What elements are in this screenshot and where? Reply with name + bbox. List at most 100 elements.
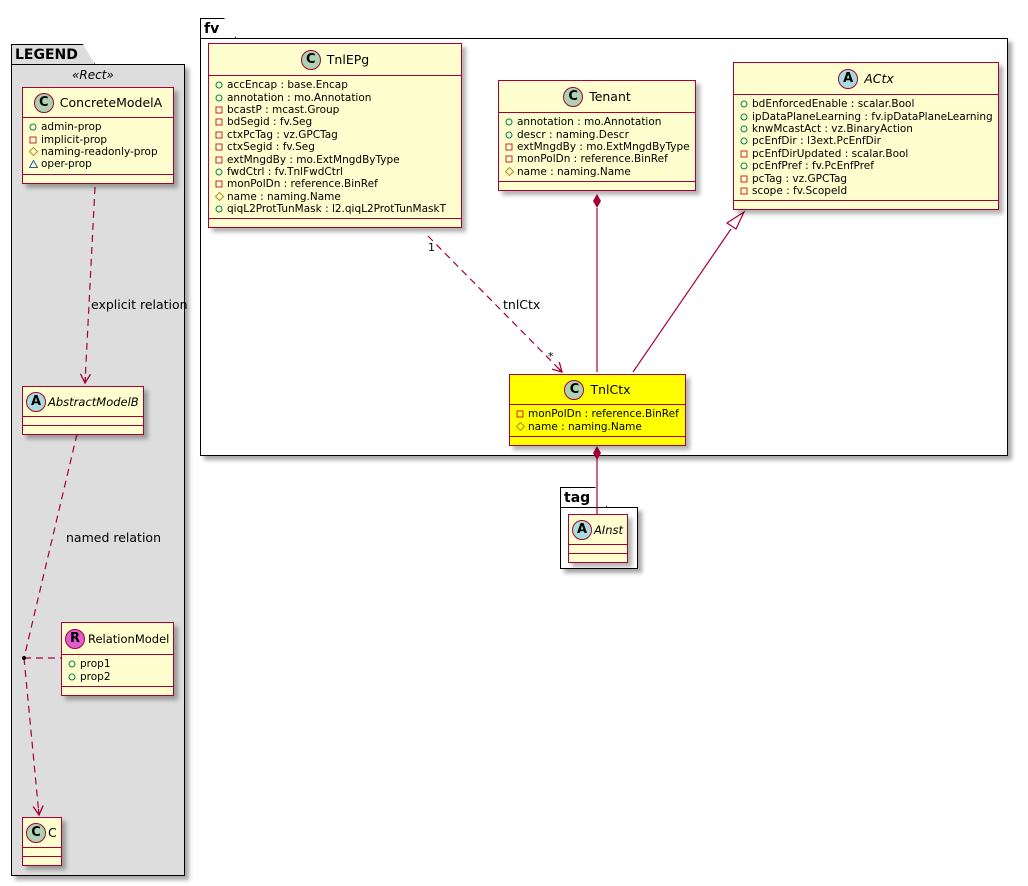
edge-named-relation-upper (23, 433, 78, 659)
attribute-text: annotation : mo.Annotation (517, 116, 662, 129)
method-list (499, 182, 695, 190)
class-type-icon: C (33, 92, 54, 113)
attribute-text: qiqL2ProtTunMask : l2.qiqL2ProtTunMaskT (227, 203, 447, 216)
attribute-row: qiqL2ProtTunMask : l2.qiqL2ProtTunMaskT (215, 203, 455, 215)
fv-package-name: fv (204, 21, 220, 37)
public-visibility-icon (740, 162, 752, 170)
attribute-text: ipDataPlaneLearning : fv.ipDataPlaneLear… (752, 110, 993, 123)
private-visibility-icon (516, 410, 528, 418)
attribute-text: pcEnfDir : l3ext.PcEnfDir (752, 135, 881, 148)
method-list (23, 175, 173, 183)
attribute-text: extMngdBy : mo.ExtMngdByType (517, 140, 690, 153)
relation-type-icon: R (65, 628, 85, 649)
attribute-text: bcastP : mcast.Group (227, 103, 340, 116)
attribute-text: admin-prop (41, 121, 102, 134)
attribute-text: bdSegid : fv.Seg (227, 116, 313, 129)
attribute-text: monPolDn : reference.BinRef (528, 408, 679, 421)
attribute-text: bdEnforcedEnable : scalar.Bool (752, 98, 915, 111)
attribute-row: accEncap : base.Encap (215, 79, 455, 91)
attribute-row: implicit-prop (29, 133, 167, 146)
association-junction-dot (22, 656, 26, 660)
public-visibility-icon (740, 137, 752, 145)
attribute-row: ipDataPlaneLearning : fv.ipDataPlaneLear… (740, 110, 993, 123)
attribute-row: admin-prop (29, 121, 167, 133)
protected-visibility-icon (505, 167, 517, 177)
attribute-text: annotation : mo.Annotation (227, 91, 372, 104)
attribute-row: pcEnfPref : fv.PcEnfPref (740, 160, 992, 172)
attribute-row: bdSegid : fv.Seg (215, 116, 455, 128)
public-visibility-icon (505, 131, 517, 139)
attribute-row: name : naming.Name (516, 420, 679, 433)
attribute-row: scope : fv.ScopeId (740, 185, 992, 197)
attribute-row: prop1 (68, 658, 167, 670)
label-explicit-relation: explicit relation (91, 297, 188, 312)
edge-tnlctx-dependency (427, 235, 563, 373)
public-visibility-icon (215, 168, 227, 176)
class-name: AbstractModelB (48, 394, 139, 409)
attribute-row: ctxSegid : fv.Seg (215, 141, 455, 153)
legend-package-name: LEGEND (15, 47, 78, 63)
attribute-row: monPolDn : reference.BinRef (215, 178, 455, 190)
method-list (209, 219, 461, 227)
edge-explicit-relation (79, 186, 96, 385)
class-name: Tenant (589, 89, 631, 104)
private-visibility-icon (740, 150, 752, 158)
attribute-text: oper-prop (41, 158, 92, 171)
private-visibility-icon (215, 143, 227, 151)
package-visibility-icon (29, 160, 41, 169)
class-abstract-model-b[interactable]: A AbstractModelB (22, 386, 144, 435)
edge-actx-inheritance (632, 228, 732, 373)
attribute-text: knwMcastAct : vz.BinaryAction (752, 122, 913, 135)
tag-package-tab: tag (560, 487, 607, 507)
attribute-text: monPolDn : reference.BinRef (227, 178, 378, 191)
public-visibility-icon (29, 123, 41, 131)
fv-package-tab: fv (200, 18, 236, 38)
attribute-row: extMngdBy : mo.ExtMngdByType (505, 140, 690, 153)
composition-diamond-tenant (593, 194, 601, 208)
attribute-row: bcastP : mcast.Group (215, 104, 455, 116)
private-visibility-icon (215, 106, 227, 114)
public-visibility-icon (215, 81, 227, 89)
attribute-text: prop1 (80, 658, 111, 671)
abstract-type-icon: A (572, 519, 592, 540)
class-name: TnlCtx (590, 382, 631, 397)
attribute-row: fwdCtrl : fv.TnlFwdCtrl (215, 166, 455, 178)
class-type-icon: C (563, 86, 584, 107)
method-list (734, 201, 998, 209)
private-visibility-icon (215, 156, 227, 164)
class-ainst[interactable]: A AInst (568, 514, 628, 563)
legend-package (11, 64, 185, 876)
attribute-text: naming-readonly-prop (41, 145, 158, 158)
class-name: AInst (594, 522, 624, 537)
class-type-icon: C (564, 379, 585, 400)
class-type-icon: C (300, 49, 321, 70)
attribute-list (23, 417, 143, 426)
attribute-text: pcEnfDirUpdated : scalar.Bool (752, 147, 909, 160)
attribute-text: prop2 (80, 670, 111, 683)
label-named-relation: named relation (66, 530, 161, 545)
attribute-text: monPolDn : reference.BinRef (517, 153, 668, 166)
private-visibility-icon (215, 131, 227, 139)
attribute-text: ctxPcTag : vz.GPCTag (227, 128, 338, 141)
private-visibility-icon (505, 143, 517, 151)
attribute-text: pcTag : vz.GPCTag (752, 172, 848, 185)
attribute-row: ctxPcTag : vz.GPCTag (215, 129, 455, 141)
multiplicity-source: 1 (428, 241, 435, 254)
public-visibility-icon (740, 113, 752, 121)
attribute-row: annotation : mo.Annotation (505, 116, 689, 128)
abstract-type-icon: A (838, 68, 859, 89)
public-visibility-icon (68, 673, 80, 681)
class-name: RelationModel (88, 631, 170, 646)
class-c[interactable]: C C (22, 817, 62, 866)
multiplicity-target: * (548, 350, 554, 363)
attribute-row: prop2 (68, 670, 167, 683)
